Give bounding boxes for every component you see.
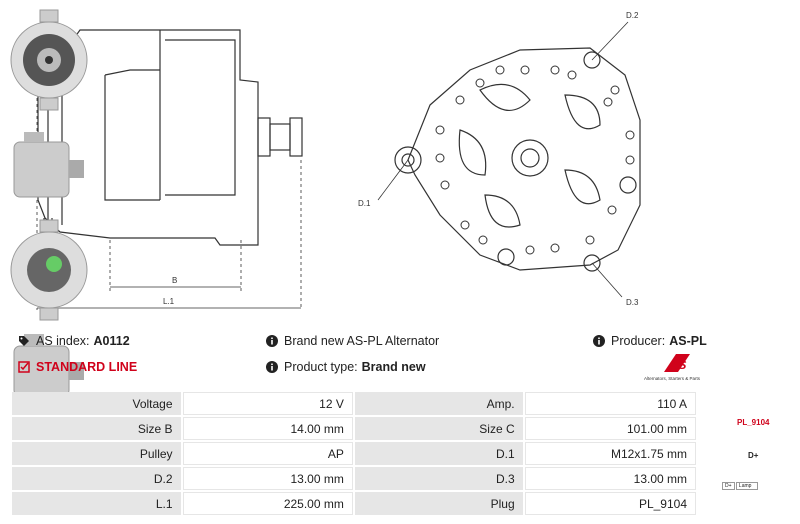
spec-label: Size C — [354, 417, 523, 440]
dim-l1-label: L.1 — [163, 297, 175, 306]
brand-new-row: Brand new AS-PL Alternator — [266, 334, 439, 348]
as-index-value: A0112 — [93, 334, 130, 348]
product-photo-rear[interactable] — [4, 212, 94, 327]
product-photo-front[interactable] — [4, 0, 94, 120]
producer-row: Producer: AS-PL — [593, 334, 707, 348]
product-type-label: Product type: — [284, 360, 358, 374]
spec-value: 12 V — [182, 392, 353, 415]
plug-legend-d: D+ — [722, 482, 735, 490]
spec-value: 101.00 mm — [524, 417, 696, 440]
product-photo-side[interactable] — [4, 122, 94, 212]
dim-d2-label: D.2 — [626, 11, 639, 20]
as-index-row: AS index: A0112 — [18, 334, 130, 348]
standard-line-label: STANDARD LINE — [36, 360, 138, 374]
plug-legend: D+ Lamp — [722, 482, 792, 492]
spec-value: 110 A — [524, 392, 696, 415]
spec-label: Pulley — [12, 442, 181, 465]
spec-label: D.3 — [354, 467, 523, 490]
logo-tagline: Alternators, Starters & Parts — [644, 376, 701, 381]
producer-value: AS-PL — [669, 334, 707, 348]
checkbox-icon — [18, 361, 30, 373]
spec-value: M12x1.75 mm — [524, 442, 696, 465]
spec-label: Size B — [12, 417, 181, 440]
info-icon — [266, 335, 278, 347]
dim-b-label: B — [172, 276, 177, 285]
standard-line-row: STANDARD LINE — [18, 360, 137, 374]
spec-label: Plug — [354, 492, 523, 515]
tag-icon — [19, 336, 29, 346]
spec-label: L.1 — [12, 492, 181, 515]
brand-new-text: Brand new AS-PL Alternator — [284, 334, 440, 348]
spec-label: Voltage — [12, 392, 181, 415]
plug-legend-lamp: Lamp — [735, 482, 759, 490]
plug-terminal: D+ — [748, 451, 759, 460]
info-icon — [266, 361, 278, 373]
spec-value: 14.00 mm — [182, 417, 353, 440]
dim-d3-label: D.3 — [626, 298, 639, 307]
product-type-row: Product type: Brand new — [266, 360, 426, 374]
spec-value: 13.00 mm — [182, 467, 353, 490]
spec-value: PL_9104 — [524, 492, 696, 515]
spec-value: AP — [182, 442, 353, 465]
spec-value: 225.00 mm — [182, 492, 353, 515]
product-type-value: Brand new — [361, 360, 426, 374]
spec-label: D.1 — [354, 442, 523, 465]
plug-name: PL_9104 — [737, 418, 770, 427]
spec-label: D.2 — [12, 467, 181, 490]
technical-drawing: B L.1 D.2 D.1 D.3 — [36, 11, 641, 310]
as-index-label: AS index: — [36, 334, 90, 348]
producer-label: Producer: — [611, 334, 666, 348]
spec-label: Amp. — [354, 392, 523, 415]
dim-d1-label: D.1 — [358, 199, 371, 208]
spec-value: 13.00 mm — [524, 467, 696, 490]
logo-mark: AS — [669, 358, 687, 372]
info-icon — [593, 335, 605, 347]
as-pl-logo: AS Alternators, Starters & Parts — [644, 354, 701, 381]
